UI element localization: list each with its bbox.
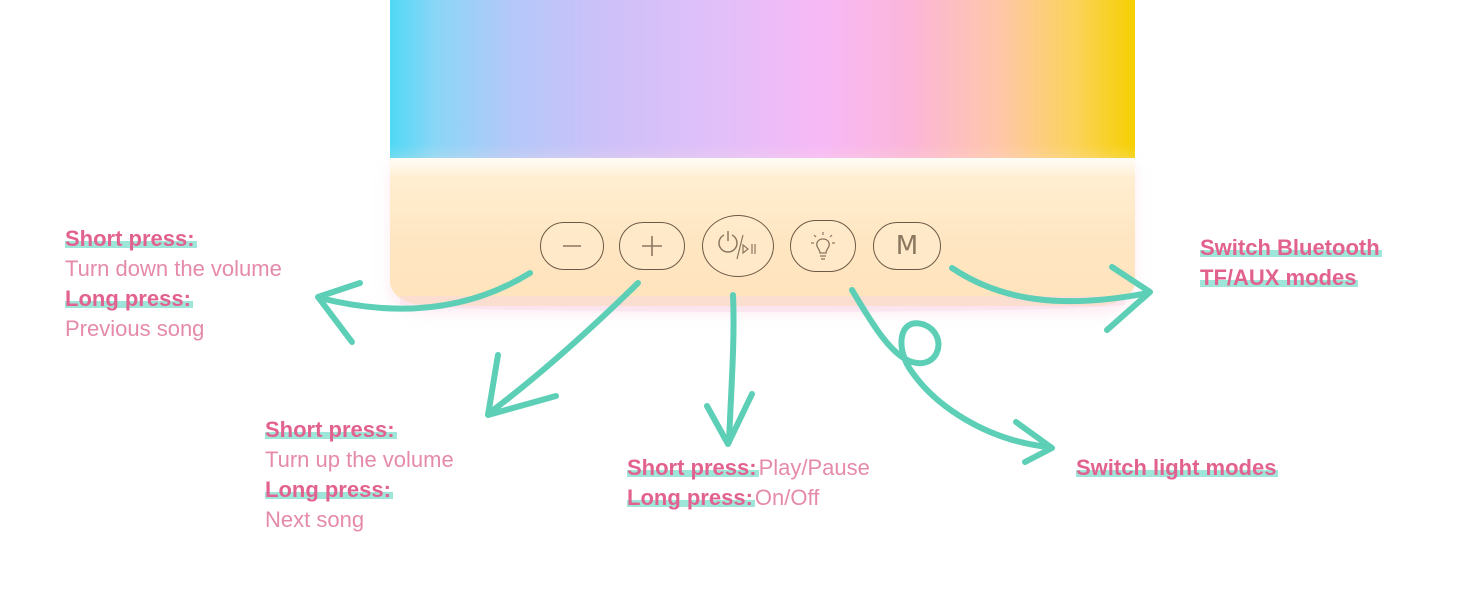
arrow-light-mode [849,287,1051,450]
arrow-power [726,292,737,445]
long-press-text: On/Off [754,485,820,510]
mode-button[interactable]: M [873,222,941,270]
plus-icon [642,236,662,256]
mode-text-line2: TF/AUX modes [1200,265,1359,290]
short-press-title: Short press: [65,226,197,251]
long-press-title: Long press: [627,485,755,510]
power-play-pause-icon [718,231,756,260]
arrowhead-volume-down [315,280,363,345]
short-press-text: Play/Pause [758,455,870,480]
long-press-title: Long press: [65,286,193,311]
callout-mode: Switch Bluetooth TF/AUX modes [1200,233,1382,293]
callout-volume-up: Short press: Turn up the volume Long pre… [265,415,454,535]
arrowhead-light-mode [1013,419,1055,465]
light-mode-button[interactable] [790,220,856,272]
long-press-text: Previous song [65,316,205,341]
light-mode-text: Switch light modes [1076,455,1279,480]
mode-button-letter: M [895,231,919,261]
light-bulb-icon [811,232,835,260]
speaker-light-shade [390,0,1135,172]
callout-light-mode: Switch light modes [1076,453,1279,483]
short-press-title: Short press: [265,417,397,442]
long-press-text: Next song [265,507,365,532]
volume-up-button[interactable] [619,222,685,270]
arrowhead-volume-up [485,352,559,418]
minus-icon [563,245,581,247]
callout-power: Short press:Play/Pause Long press:On/Off [627,453,870,513]
arrowhead-power [704,391,755,447]
callout-volume-down: Short press: Turn down the volume Long p… [65,224,282,344]
long-press-title: Long press: [265,477,393,502]
speaker-rim-shadow [400,296,1125,312]
short-press-text: Turn down the volume [65,256,282,281]
volume-down-button[interactable] [540,222,604,270]
short-press-title: Short press: [627,455,759,480]
power-play-pause-button[interactable] [702,215,774,277]
mode-text-line1: Switch Bluetooth [1200,235,1382,260]
short-press-text: Turn up the volume [265,447,454,472]
